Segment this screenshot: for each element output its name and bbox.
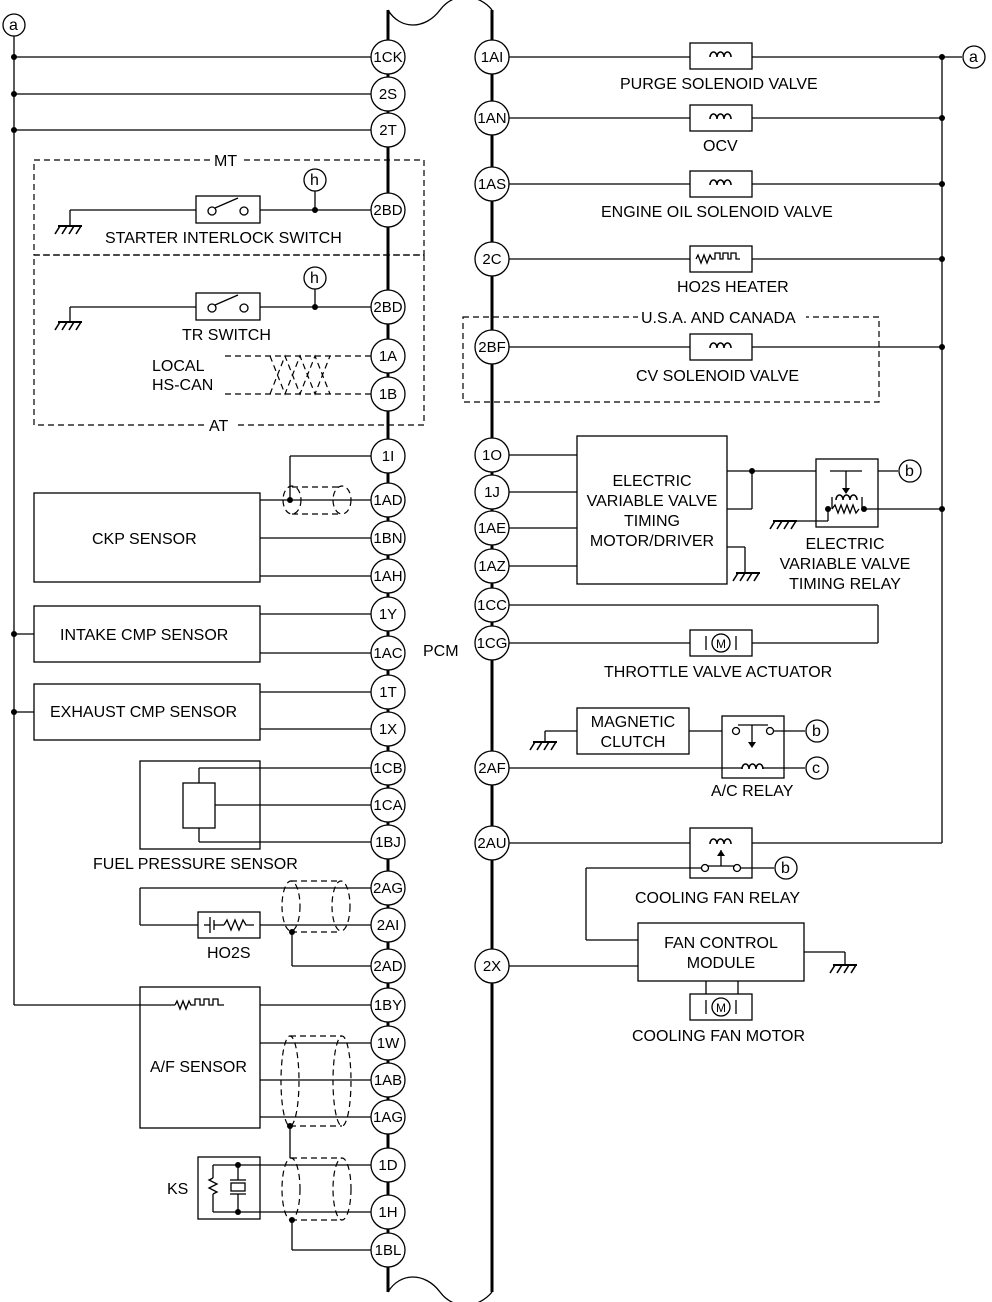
pin-2bd-at: 2BD [373, 299, 402, 316]
label-engine-oil-solenoid-valve: ENGINE OIL SOLENOID VALVE [601, 204, 833, 221]
pin-1cg: 1CG [477, 635, 508, 652]
throttle-motor-symbol: M [716, 637, 726, 651]
label-starter-interlock-switch: STARTER INTERLOCK SWITCH [105, 230, 342, 247]
pin-1ca: 1CA [373, 797, 402, 814]
pin-1i: 1I [382, 448, 395, 465]
label-ks: KS [167, 1181, 188, 1198]
label-fan-control-module-line1: FAN CONTROL [664, 935, 778, 952]
label-ac-relay: A/C RELAY [711, 783, 794, 800]
label-evvt-relay-line3: TIMING RELAY [789, 576, 901, 593]
label-usa-and-canada: U.S.A. AND CANADA [641, 310, 796, 327]
connector-a-left: a [9, 17, 18, 34]
label-fan-control-module-line2: MODULE [687, 955, 755, 972]
label-evvt-driver-line1: ELECTRIC [612, 473, 691, 490]
pin-2au: 2AU [477, 835, 506, 852]
label-evvt-driver-line2: VARIABLE VALVE [587, 493, 718, 510]
pin-1az: 1AZ [478, 558, 506, 575]
label-cooling-fan-motor: COOLING FAN MOTOR [632, 1028, 805, 1045]
pin-1h: 1H [378, 1204, 397, 1221]
label-ho2s-heater: HO2S HEATER [677, 279, 789, 296]
label-at: AT [209, 418, 228, 435]
pin-1t: 1T [379, 684, 397, 701]
connector-h-at: h [310, 270, 319, 287]
pin-1a: 1A [379, 348, 397, 365]
left-pins: 1CK 2S 2T 2BD 2BD 1A 1B 1I 1AD 1BN 1AH 1… [370, 39, 406, 1268]
label-magnetic-clutch-line1: MAGNETIC [591, 714, 675, 731]
pin-1ab: 1AB [374, 1072, 402, 1089]
connector-b-ac: b [812, 723, 821, 740]
pin-2ai: 2AI [377, 917, 400, 934]
connector-a-right: a [969, 49, 978, 66]
label-hs-can: HS-CAN [152, 377, 213, 394]
connector-b-evvt: b [905, 463, 914, 480]
pin-1ag: 1AG [373, 1109, 403, 1126]
pin-2t: 2T [379, 122, 397, 139]
right-pins: 1AI 1AN 1AS 2C 2BF 1O 1J 1AE 1AZ 1CC 1CG… [474, 39, 510, 984]
pin-1ai: 1AI [481, 49, 504, 66]
pin-2ag: 2AG [373, 880, 403, 897]
pin-2bd-mt: 2BD [373, 202, 402, 219]
pin-1j: 1J [484, 484, 500, 501]
label-throttle-valve-actuator: THROTTLE VALVE ACTUATOR [604, 664, 832, 681]
pin-1w: 1W [377, 1035, 400, 1052]
pin-1x: 1X [379, 721, 397, 738]
pin-1ac: 1AC [373, 645, 402, 662]
pin-2x: 2X [483, 958, 501, 975]
connector-h-mt: h [310, 172, 319, 189]
label-fuel-pressure-sensor: FUEL PRESSURE SENSOR [93, 856, 298, 873]
pin-1ah: 1AH [373, 568, 402, 585]
pin-1by: 1BY [374, 997, 402, 1014]
connector-c: c [812, 760, 820, 777]
pin-2s: 2S [379, 86, 397, 103]
connector-b-fan: b [781, 860, 790, 877]
label-ckp-sensor: CKP SENSOR [92, 531, 197, 548]
pin-1ck: 1CK [373, 49, 402, 66]
pin-1ad: 1AD [373, 492, 402, 509]
pin-1bj: 1BJ [375, 834, 401, 851]
label-evvt-driver-line4: MOTOR/DRIVER [590, 533, 714, 550]
pin-1cb: 1CB [373, 760, 402, 777]
label-purge-solenoid-valve: PURGE SOLENOID VALVE [620, 76, 818, 93]
pin-1y: 1Y [379, 606, 397, 623]
cooling-motor-symbol: M [716, 1001, 726, 1015]
label-mt: MT [214, 153, 237, 170]
pin-2bf: 2BF [478, 339, 506, 356]
pin-1bl: 1BL [375, 1242, 402, 1259]
label-af-sensor: A/F SENSOR [150, 1059, 247, 1076]
pin-1ae: 1AE [478, 520, 506, 537]
pin-2c: 2C [482, 251, 501, 268]
label-exhaust-cmp-sensor: EXHAUST CMP SENSOR [50, 704, 237, 721]
label-ho2s: HO2S [207, 945, 251, 962]
label-evvt-relay-line2: VARIABLE VALVE [780, 556, 911, 573]
pin-2ad: 2AD [373, 958, 402, 975]
label-magnetic-clutch-line2: CLUTCH [601, 734, 666, 751]
label-evvt-relay-line1: ELECTRIC [805, 536, 884, 553]
label-intake-cmp-sensor: INTAKE CMP SENSOR [60, 627, 228, 644]
label-evvt-driver-line3: TIMING [624, 513, 680, 530]
pin-1bn: 1BN [373, 530, 402, 547]
label-ocv: OCV [703, 138, 738, 155]
pin-1b: 1B [379, 386, 397, 403]
pin-1d: 1D [378, 1157, 397, 1174]
pcm-label: PCM [423, 643, 459, 660]
pin-1an: 1AN [477, 110, 506, 127]
label-local: LOCAL [152, 358, 205, 375]
pin-1as: 1AS [478, 176, 506, 193]
pin-2af: 2AF [478, 760, 506, 777]
pin-1cc: 1CC [477, 597, 507, 614]
label-tr-switch: TR SWITCH [182, 327, 271, 344]
label-cooling-fan-relay: COOLING FAN RELAY [635, 890, 800, 907]
label-cv-solenoid-valve: CV SOLENOID VALVE [636, 368, 799, 385]
pin-1o: 1O [482, 447, 502, 464]
